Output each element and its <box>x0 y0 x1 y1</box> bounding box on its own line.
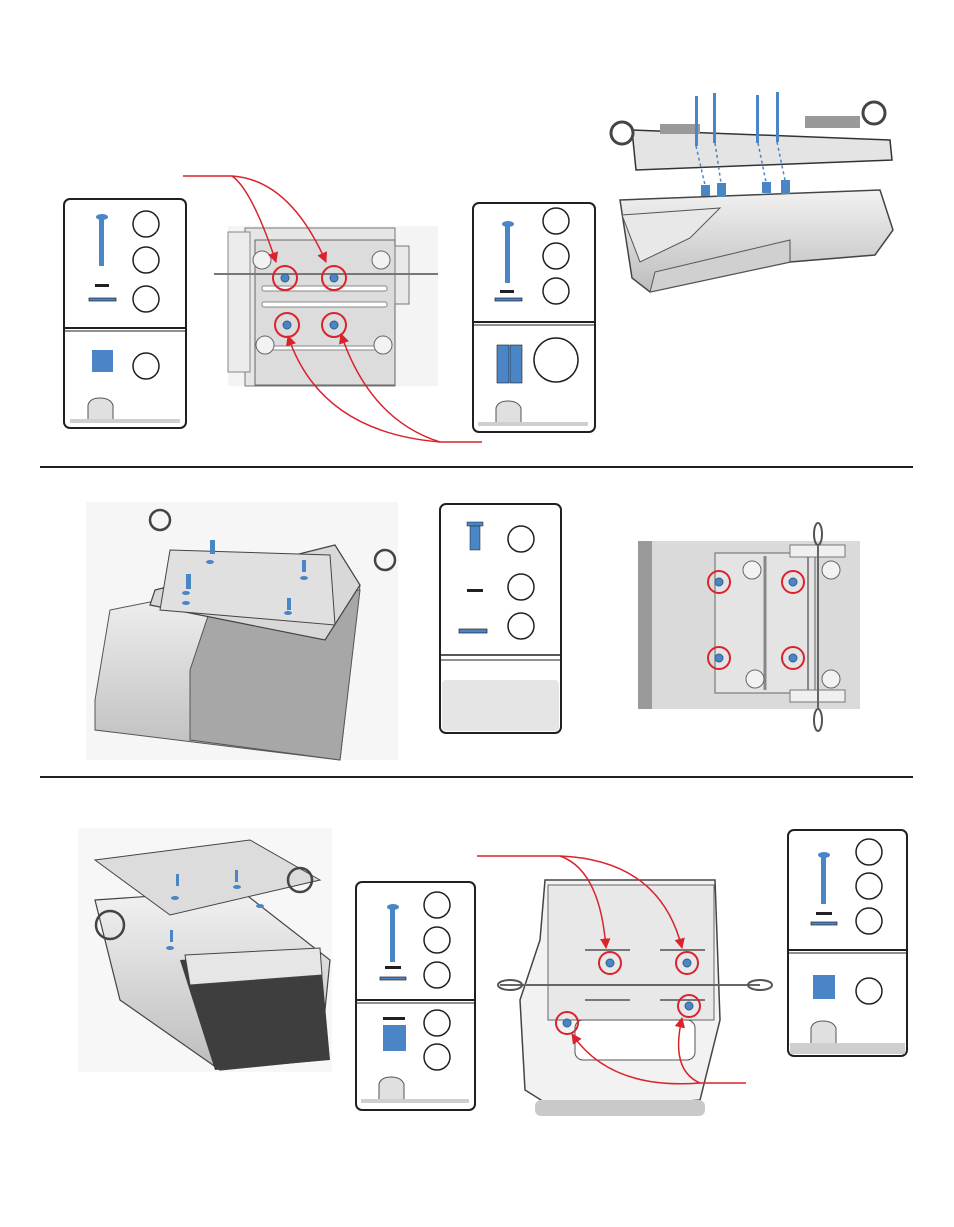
device-with-plate-view <box>86 502 398 760</box>
parts-card-1a <box>64 199 186 428</box>
washer-icon <box>459 629 487 633</box>
quantity-circle-icon <box>543 243 569 269</box>
quantity-circle-icon <box>424 927 450 953</box>
washer-icon <box>467 589 483 592</box>
parts-card-3a <box>356 882 475 1110</box>
mount-plate-top-view-2 <box>638 523 860 731</box>
section-3 <box>78 828 907 1116</box>
section-2 <box>86 502 860 760</box>
quantity-circle-icon <box>424 962 450 988</box>
quantity-circle-icon <box>856 978 882 1004</box>
washer-icon <box>816 912 832 915</box>
parts-card-3b <box>788 830 907 1056</box>
parts-card-1b <box>473 203 595 432</box>
quantity-circle-icon <box>508 574 534 600</box>
mount-plate-top-view-1 <box>214 226 438 386</box>
washer-icon <box>95 284 109 287</box>
quantity-circle-icon <box>508 613 534 639</box>
device-bottom-view <box>498 880 772 1116</box>
spacer-icon <box>92 350 113 372</box>
section-1 <box>64 92 893 442</box>
washer-icon <box>495 298 522 301</box>
quantity-circle-icon <box>856 873 882 899</box>
quantity-circle-icon <box>856 908 882 934</box>
washer-icon <box>383 1017 405 1020</box>
washer-icon <box>811 922 837 925</box>
spacer-icon <box>383 1025 406 1051</box>
quantity-circle-icon <box>534 338 578 382</box>
exploded-device-view <box>611 92 893 292</box>
quantity-circle-icon <box>543 278 569 304</box>
quantity-circle-icon <box>133 286 159 312</box>
quantity-circle-icon <box>856 839 882 865</box>
parts-card-2 <box>440 504 561 733</box>
quantity-circle-icon <box>133 247 159 273</box>
washer-icon <box>89 298 116 301</box>
washer-icon <box>385 966 401 969</box>
quantity-circle-icon <box>543 208 569 234</box>
spacer-icon <box>813 975 835 999</box>
washer-icon <box>380 977 406 980</box>
quantity-circle-icon <box>424 1010 450 1036</box>
quantity-circle-icon <box>508 526 534 552</box>
quantity-circle-icon <box>133 353 159 379</box>
quantity-circle-icon <box>424 892 450 918</box>
quantity-circle-icon <box>133 211 159 237</box>
quantity-circle-icon <box>424 1044 450 1070</box>
device-isometric-view <box>78 828 332 1072</box>
washer-icon <box>500 290 514 293</box>
